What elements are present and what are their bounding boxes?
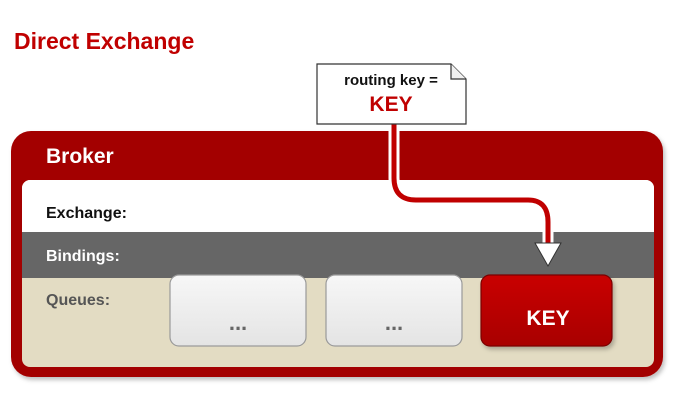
bindings-label: Bindings: [46, 248, 120, 265]
arrow-head-icon [534, 242, 562, 268]
diagram-title: Direct Exchange [14, 28, 194, 54]
queue-label: KEY [526, 307, 569, 330]
routing-key-label: routing key = [344, 72, 438, 89]
routing-arrow [388, 112, 562, 268]
queue-3-highlighted: KEY [480, 274, 613, 347]
queues-label: Queues: [46, 292, 110, 309]
queue-label: ... [385, 310, 403, 335]
routing-key-value: KEY [369, 93, 412, 116]
message-note: routing key = KEY [316, 63, 467, 125]
exchange-label: Exchange: [46, 205, 127, 222]
queue-label: ... [229, 310, 247, 335]
broker-label: Broker [46, 145, 114, 168]
queue-1: ... [169, 274, 307, 347]
queue-2: ... [325, 274, 463, 347]
